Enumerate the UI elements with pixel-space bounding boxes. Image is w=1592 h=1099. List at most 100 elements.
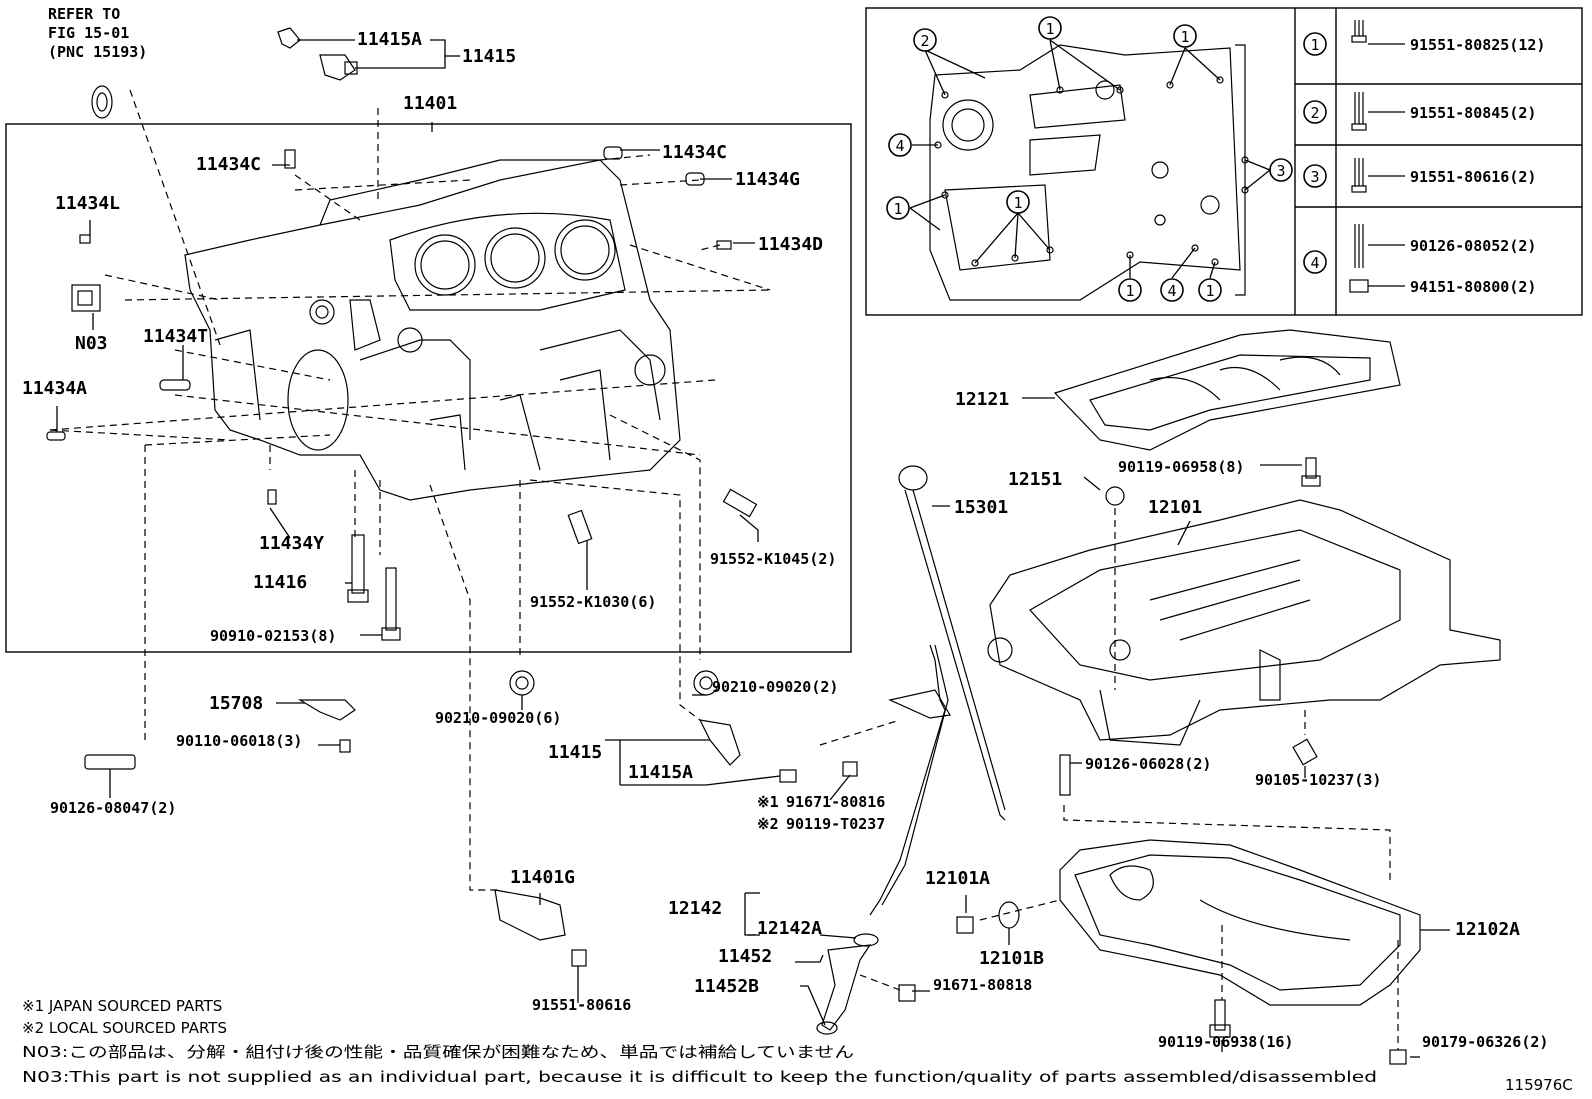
label-12101: 12101 — [1148, 497, 1202, 518]
bolt-table-circle-3: 3 — [1310, 168, 1319, 186]
label-90110-06018: 90110-06018(3) — [176, 732, 302, 750]
label-91552-K1045: 91552-K1045(2) — [710, 550, 836, 568]
dipstick-illustration — [816, 465, 1006, 1035]
inset-leaders — [909, 39, 1271, 279]
note-n03-english: N03:This part is not supplied as an indi… — [22, 1068, 1377, 1086]
label-leaders — [56, 39, 1450, 1058]
label-11401G: 11401G — [510, 867, 575, 888]
bolt-table-circle-2: 2 — [1310, 104, 1319, 122]
timing-cover-inset-frame — [865, 7, 1583, 316]
label-15301: 15301 — [954, 497, 1008, 518]
label-11415-bottom: 11415 — [548, 742, 602, 763]
label-11434G: 11434G — [735, 169, 800, 190]
label-12142: 12142 — [668, 898, 722, 919]
block-dashed-leaders — [49, 89, 901, 891]
nut-icon — [1349, 279, 1369, 293]
label-12102A: 12102A — [1455, 919, 1520, 940]
figure-id: 115976C — [1505, 1076, 1573, 1094]
label-11452: 11452 — [718, 946, 772, 967]
label-90105-10237: 90105-10237(3) — [1255, 771, 1381, 789]
label-11415A-bottom: 11415A — [628, 762, 693, 783]
bolt-table: 1 91551-80825(12) 2 91551-80845(2) 3 915… — [1303, 20, 1545, 296]
timing-cover-illustration — [929, 44, 1249, 301]
bolt-table-circle-4: 4 — [1310, 254, 1319, 272]
note-mark-2: ※2 — [757, 815, 779, 833]
label-11434C-right: 11434C — [662, 142, 727, 163]
label-11415A-top: 11415A — [357, 29, 422, 50]
label-11434Y: 11434Y — [259, 533, 324, 554]
bolt-table-part-2: 91551-80845(2) — [1410, 104, 1536, 122]
label-90119-06958: 90119-06958(8) — [1118, 458, 1244, 476]
label-11452B: 11452B — [694, 976, 759, 997]
label-91552-K1030: 91552-K1030(6) — [530, 593, 656, 611]
label-11434C-left: 11434C — [196, 154, 261, 175]
bolt-table-circle-1: 1 — [1310, 36, 1319, 54]
label-12101A: 12101A — [925, 868, 990, 889]
label-90119-T0237: 90119-T0237 — [786, 815, 885, 833]
oil-pan-baffle-illustration — [1053, 329, 1401, 451]
label-91671-80818: 91671-80818 — [933, 976, 1032, 994]
label-90126-08047: 90126-08047(2) — [50, 799, 176, 817]
label-11415-top: 11415 — [462, 46, 516, 67]
note-japan-sourced: ※1 JAPAN SOURCED PARTS — [22, 997, 222, 1015]
oil-pan-dashed-leaders — [859, 508, 1399, 1050]
label-91671-80816: 91671-80816 — [786, 793, 885, 811]
note-mark-1: ※1 — [757, 793, 779, 811]
label-12121: 12121 — [955, 389, 1009, 410]
inset-circle-4: 3 — [1276, 162, 1285, 180]
bolt-table-part-4b: 94151-80800(2) — [1410, 278, 1536, 296]
label-11401: 11401 — [403, 93, 457, 114]
inset-circle-1: 1 — [1045, 20, 1054, 38]
oil-seal-icon — [91, 85, 113, 119]
engine-block-frame — [5, 123, 852, 653]
bolt-icon — [1351, 158, 1367, 193]
oil-pan-upper-illustration — [987, 499, 1501, 746]
refer-line3: (PNC 15193) — [48, 43, 147, 61]
label-11434L: 11434L — [55, 193, 120, 214]
label-12151: 12151 — [1008, 469, 1062, 490]
label-11434D: 11434D — [758, 234, 823, 255]
inset-circle-8: 4 — [1167, 282, 1176, 300]
bolt-table-part-4a: 90126-08052(2) — [1410, 237, 1536, 255]
label-91551-80616: 91551-80616 — [532, 996, 631, 1014]
label-12101B: 12101B — [979, 948, 1044, 969]
label-N03: N03 — [75, 333, 108, 354]
note-n03-japanese: N03:この部品は、分解・組付け後の性能・品質確保が困難なため、単品では補給して… — [22, 1043, 854, 1061]
label-11416: 11416 — [253, 572, 307, 593]
dowel-pin-icons — [46, 146, 732, 505]
inset-circle-callouts: 2 1 1 4 3 1 1 1 4 1 — [886, 16, 1293, 302]
stud-icon — [1354, 224, 1364, 268]
label-90119-06938: 90119-06938(16) — [1158, 1033, 1293, 1051]
oil-pressure-sensor-icon — [277, 27, 358, 81]
bolt-icon — [1351, 92, 1367, 131]
cylinder-block-illustration — [184, 159, 681, 501]
label-12142A: 12142A — [757, 918, 822, 939]
block-bolt-icons — [347, 488, 758, 641]
label-11434T: 11434T — [143, 326, 208, 347]
oil-pan-fasteners — [898, 457, 1407, 1065]
footnotes: ※1 JAPAN SOURCED PARTS ※2 LOCAL SOURCED … — [22, 997, 1573, 1094]
inset-circle-6: 1 — [1013, 194, 1022, 212]
label-90210-09020-6: 90210-09020(6) — [435, 709, 561, 727]
bolt-table-part-3: 91551-80616(2) — [1410, 168, 1536, 186]
label-11434A: 11434A — [22, 378, 87, 399]
inset-circle-0: 2 — [920, 32, 929, 50]
bolt-icon — [1351, 20, 1367, 43]
inset-circle-7: 1 — [1125, 282, 1134, 300]
inset-circle-3: 4 — [895, 137, 904, 155]
note-local-sourced: ※2 LOCAL SOURCED PARTS — [22, 1019, 227, 1037]
label-90126-06028: 90126-06028(2) — [1085, 755, 1211, 773]
refer-line2: FIG 15-01 — [48, 24, 129, 42]
label-15708: 15708 — [209, 693, 263, 714]
label-90179-06326: 90179-06326(2) — [1422, 1033, 1548, 1051]
part-labels: REFER TO FIG 15-01 (PNC 15193) 11415A 11… — [22, 5, 1548, 1051]
inset-circle-2: 1 — [1180, 28, 1189, 46]
refer-line1: REFER TO — [48, 5, 120, 23]
bolt-table-part-1: 91551-80825(12) — [1410, 36, 1545, 54]
inset-circle-9: 1 — [1205, 282, 1214, 300]
n03-plug-icon — [71, 284, 101, 312]
inset-circle-5: 1 — [893, 200, 902, 218]
label-90910-02153: 90910-02153(8) — [210, 627, 336, 645]
label-90210-09020-2: 90210-09020(2) — [712, 678, 838, 696]
